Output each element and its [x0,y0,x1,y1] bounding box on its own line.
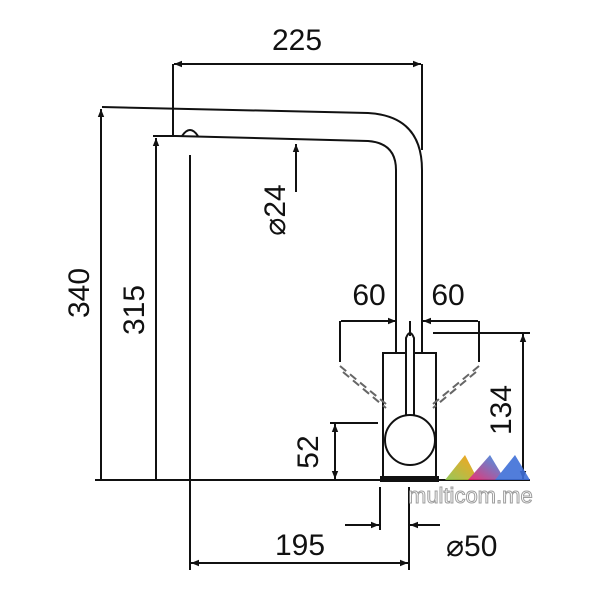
lever-handle [405,332,415,416]
watermark-text: multicom.me [408,483,533,508]
dim-lever-right: 60 [431,279,464,312]
dim-body-height: 134 [485,385,518,435]
dim-spout-reach: 225 [272,24,322,57]
dim-spout-diameter: ⌀24 [259,184,292,235]
dim-center-distance: 195 [275,529,325,562]
lever-left-position [339,365,387,409]
dim-pivot-height: 52 [292,435,325,468]
lever-cartridge [384,414,436,466]
lever-right-position [432,365,480,409]
spout-nozzle [181,129,199,137]
spout-outer [101,106,423,353]
dim-spout-height: 315 [118,285,151,335]
spout-inner [153,135,397,353]
dim-lever-left: 60 [352,279,385,312]
dim-total-height: 340 [63,268,96,318]
dim-base-diameter: ⌀50 [446,530,497,563]
multicom-logo: multicom.me [408,455,533,509]
